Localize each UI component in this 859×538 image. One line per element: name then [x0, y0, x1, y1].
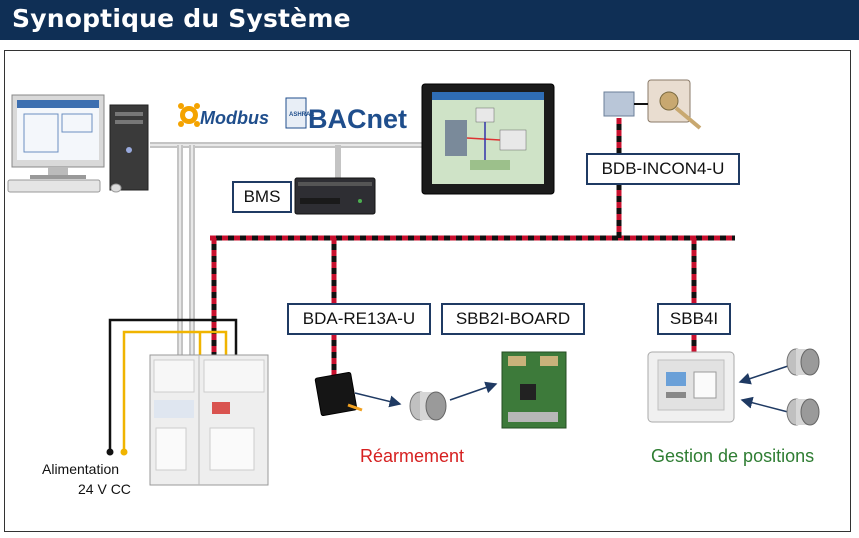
- workstation-icon: [7, 94, 149, 193]
- damper-bottom-icon: [740, 396, 820, 426]
- sbb4i-label: SBB4I: [657, 303, 731, 335]
- page-title: Synoptique du Système: [12, 4, 351, 33]
- sbb4i-enclosure-icon: [647, 351, 735, 423]
- door-contact-icon: [603, 79, 702, 130]
- bacnet-logo: ASHRAE BACnet: [285, 97, 407, 134]
- sbb2i-board-label: SBB2I-BOARD: [441, 303, 585, 335]
- controller-module-icon: [149, 354, 269, 486]
- ashrae-text: ASHRAE: [289, 112, 314, 118]
- bacnet-text: BACnet: [308, 104, 407, 134]
- touch-panel-icon: [421, 83, 555, 195]
- bda-actuator-icon: [314, 371, 402, 417]
- bda-re13a-u-label: BDA-RE13A-U: [287, 303, 431, 335]
- bdb-incon4-u-label: BDB-INCON4-U: [586, 153, 740, 185]
- damper-icon: [409, 381, 498, 421]
- bms-device-icon: [294, 177, 376, 215]
- gestion-caption: Gestion de positions: [651, 446, 815, 466]
- rearmement-caption: Réarmement: [360, 446, 465, 466]
- voltage-caption: 24 V CC: [78, 481, 131, 497]
- modbus-text: Modbus: [200, 108, 269, 128]
- sbb2i-board-icon: [501, 351, 567, 429]
- title-bar: Synoptique du Système: [0, 0, 859, 40]
- modbus-logo: Modbus: [178, 103, 269, 128]
- power-wires: [106, 318, 238, 456]
- alimentation-caption: Alimentation: [42, 461, 120, 477]
- damper-top-icon: [738, 348, 820, 385]
- bms-label: BMS: [232, 181, 292, 213]
